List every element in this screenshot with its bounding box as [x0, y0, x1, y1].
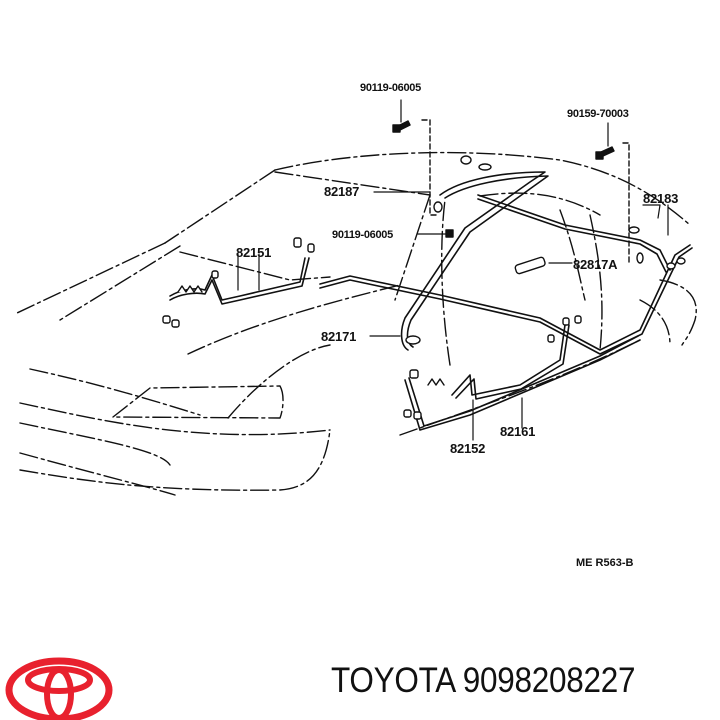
- grommets: [177, 285, 445, 386]
- product-caption: TOYOTA 9098208227: [331, 661, 636, 700]
- toyota-logo-icon: [5, 657, 113, 720]
- callout-82152: 82152: [450, 441, 486, 456]
- callout-bolt-top-right: 90159-70003: [567, 108, 629, 120]
- callout-82183: 82183: [643, 191, 679, 206]
- callout-bolt-mid: 90119-06005: [332, 229, 393, 241]
- callout-82817A: 82817A: [573, 257, 618, 272]
- callout-82171: 82171: [321, 329, 357, 344]
- callout-82187: 82187: [324, 184, 360, 199]
- leader-lines: [237, 99, 669, 441]
- connectors: [162, 155, 686, 420]
- callout-82161: 82161: [500, 424, 536, 439]
- callout-bolt-top-left: 90119-06005: [360, 82, 421, 94]
- bolts: [392, 120, 615, 238]
- harness-main: [169, 171, 693, 431]
- bolt-indicators: [421, 119, 630, 263]
- callout-82151: 82151: [236, 245, 272, 260]
- reference-code: ME R563-B: [576, 557, 634, 569]
- car-body-outline: [16, 151, 697, 496]
